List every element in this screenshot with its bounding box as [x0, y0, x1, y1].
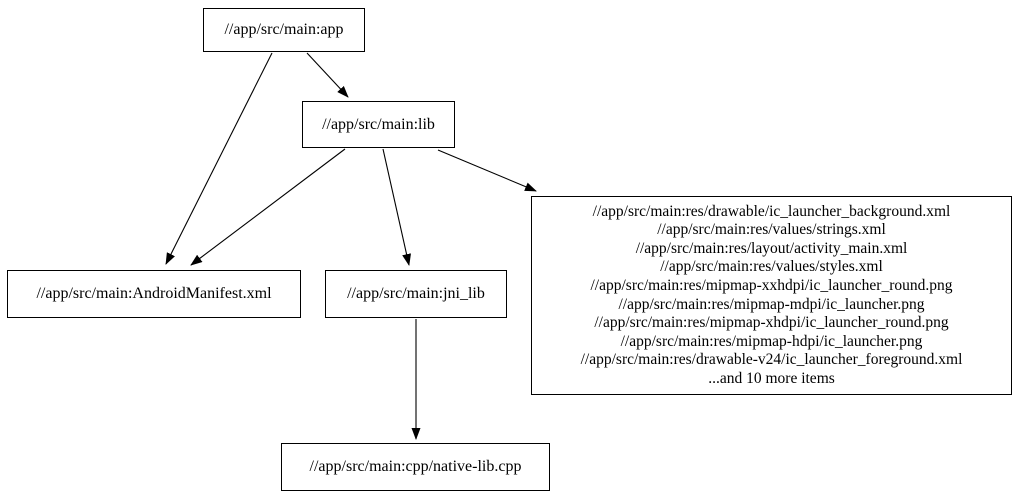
node-label: //app/src/main:AndroidManifest.xml — [36, 285, 272, 302]
res-line: //app/src/main:res/mipmap-hdpi/ic_launch… — [620, 332, 923, 350]
res-line: //app/src/main:res/values/styles.xml — [660, 258, 883, 276]
graph-node-jni-lib: //app/src/main:jni_lib — [325, 270, 507, 318]
res-line: //app/src/main:res/mipmap-xhdpi/ic_launc… — [594, 314, 949, 332]
node-label: //app/src/main:cpp/native-lib.cpp — [309, 458, 522, 475]
res-line: //app/src/main:res/values/strings.xml — [657, 221, 886, 239]
res-line: ...and 10 more items — [708, 369, 835, 387]
graph-node-native-lib-cpp: //app/src/main:cpp/native-lib.cpp — [281, 443, 550, 491]
res-line: //app/src/main:res/layout/activity_main.… — [635, 239, 908, 257]
node-label: //app/src/main:lib — [322, 115, 435, 133]
edge-lib-to-res-group — [437, 149, 537, 192]
res-line: //app/src/main:res/drawable-v24/ic_launc… — [580, 351, 963, 369]
edge-app-to-manifest — [165, 52, 273, 265]
node-label: //app/src/main:jni_lib — [347, 285, 485, 302]
edge-lib-to-manifest — [190, 148, 346, 266]
res-line: //app/src/main:res/mipmap-xxhdpi/ic_laun… — [590, 276, 953, 294]
edge-lib-to-jni-lib — [382, 148, 411, 266]
node-label: //app/src/main:app — [224, 21, 344, 38]
graph-node-lib: //app/src/main:lib — [302, 101, 455, 148]
res-line: //app/src/main:res/drawable/ic_launcher_… — [592, 202, 951, 220]
edge-app-to-lib — [306, 52, 349, 98]
graph-node-res-group: //app/src/main:res/drawable/ic_launcher_… — [531, 196, 1012, 395]
graph-node-app: //app/src/main:app — [203, 8, 365, 52]
graph-node-android-manifest: //app/src/main:AndroidManifest.xml — [7, 270, 301, 318]
res-line: //app/src/main:res/mipmap-mdpi/ic_launch… — [618, 295, 925, 313]
